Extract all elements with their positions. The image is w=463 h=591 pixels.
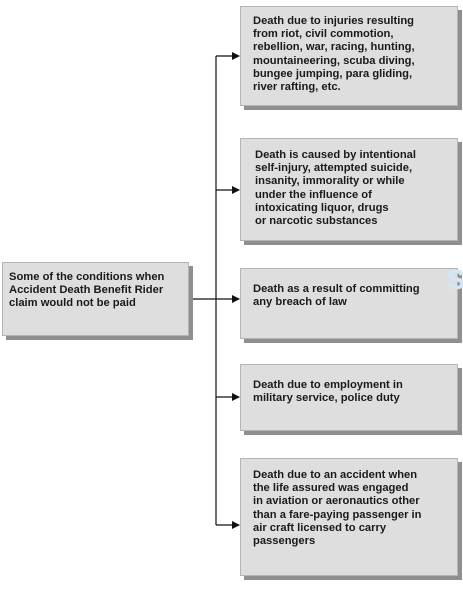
condition-box-2: Death is caused by intentional self-inju… xyxy=(240,138,458,241)
condition-box-3: Death as a result of committing any brea… xyxy=(240,268,458,339)
condition-box-5: Death due to an accident when the life a… xyxy=(240,458,458,576)
root-node: Some of the conditions when Accident Dea… xyxy=(2,262,189,336)
condition-box-1: Death due to injuries resulting from rio… xyxy=(240,6,458,106)
condition-box-4: Death due to employment in military serv… xyxy=(240,364,458,431)
